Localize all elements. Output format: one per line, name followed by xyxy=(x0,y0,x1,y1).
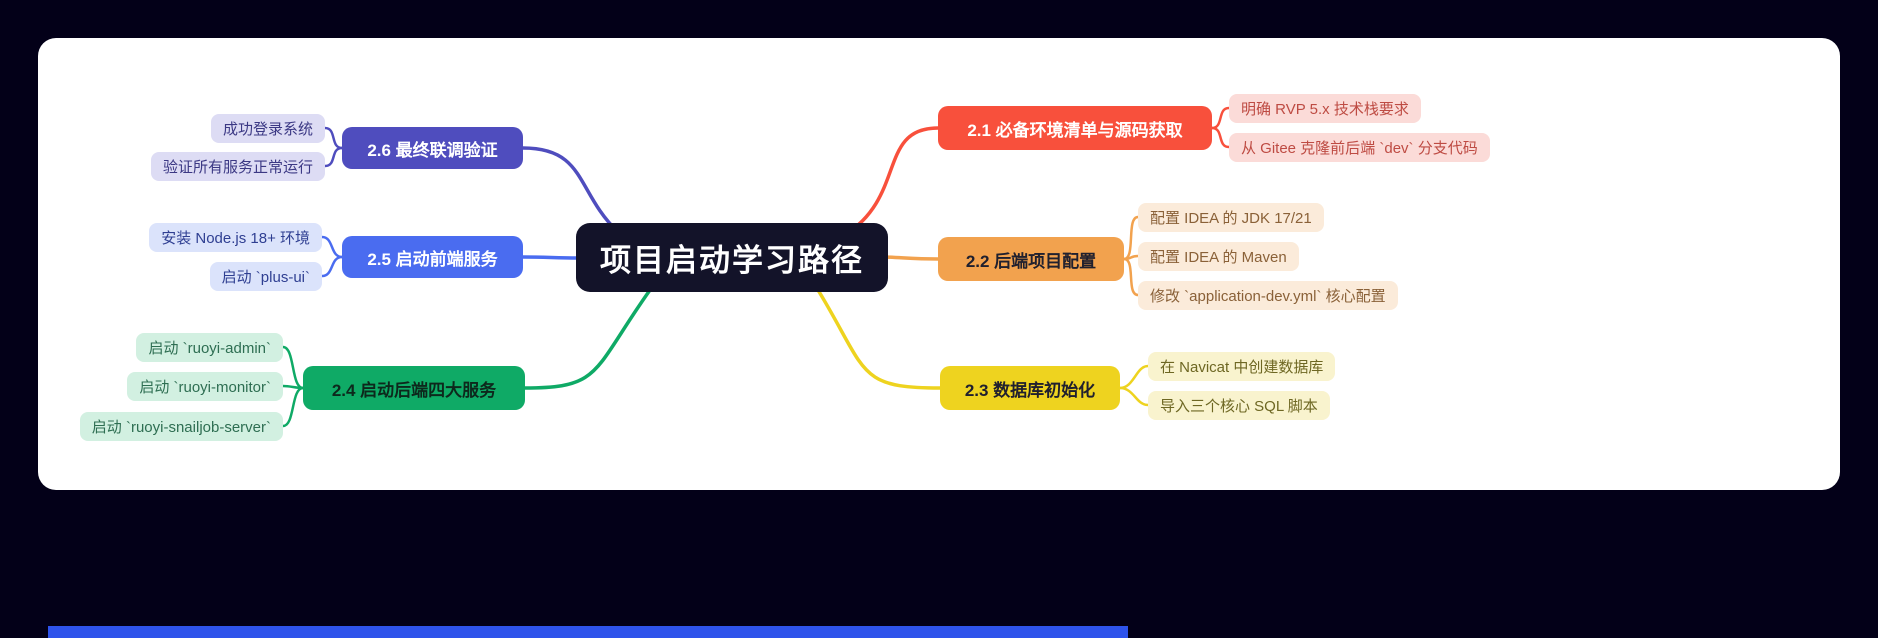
branch-2-6[interactable]: 2.6 最终联调验证 xyxy=(342,127,523,169)
subtopic-2-6-1[interactable]: 成功登录系统 xyxy=(210,114,325,143)
branch-2-4[interactable]: 2.4 启动后端四大服务 xyxy=(303,366,525,410)
branch-2-2[interactable]: 2.2 后端项目配置 xyxy=(938,237,1124,281)
subtopic-2-2-2[interactable]: 配置 IDEA 的 Maven xyxy=(1138,242,1299,271)
subtopic-2-3-1[interactable]: 在 Navicat 中创建数据库 xyxy=(1148,352,1336,381)
subtopic-2-2-3[interactable]: 修改 `application-dev.yml` 核心配置 xyxy=(1138,281,1398,310)
subtopic-2-4-2[interactable]: 启动 `ruoyi-monitor` xyxy=(127,372,283,401)
subtopic-2-2-1[interactable]: 配置 IDEA 的 JDK 17/21 xyxy=(1138,203,1324,232)
branch-2-5[interactable]: 2.5 启动前端服务 xyxy=(342,236,523,278)
root-topic[interactable]: 项目启动学习路径 xyxy=(576,223,888,292)
subtopic-2-6-2[interactable]: 验证所有服务正常运行 xyxy=(150,152,325,181)
bottom-accent-bar xyxy=(48,626,1128,638)
branch-2-1[interactable]: 2.1 必备环境清单与源码获取 xyxy=(938,106,1212,150)
branch-2-3[interactable]: 2.3 数据库初始化 xyxy=(940,366,1120,410)
subtopic-2-5-1[interactable]: 安装 Node.js 18+ 环境 xyxy=(149,223,322,252)
subtopic-2-5-2[interactable]: 启动 `plus-ui` xyxy=(209,262,322,291)
subtopic-2-3-2[interactable]: 导入三个核心 SQL 脚本 xyxy=(1148,391,1330,420)
subtopic-2-1-1[interactable]: 明确 RVP 5.x 技术栈要求 xyxy=(1229,94,1421,123)
subtopic-2-1-2[interactable]: 从 Gitee 克隆前后端 `dev` 分支代码 xyxy=(1229,133,1490,162)
subtopic-2-4-3[interactable]: 启动 `ruoyi-snailjob-server` xyxy=(79,412,283,441)
subtopic-2-4-1[interactable]: 启动 `ruoyi-admin` xyxy=(136,333,283,362)
